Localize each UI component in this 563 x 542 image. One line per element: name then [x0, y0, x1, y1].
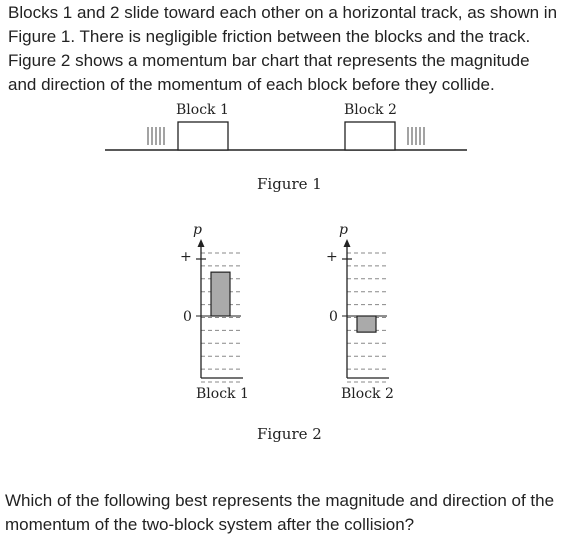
chart2-zero-label: 0: [329, 309, 338, 325]
chart2-axis-label: p: [339, 222, 348, 238]
figure1-caption: Figure 1: [257, 175, 322, 193]
chart1-axis-label: p: [193, 222, 202, 238]
block2-motion-lines-icon: [407, 127, 425, 145]
block2-shape: [344, 121, 396, 151]
block1-shape: [177, 121, 229, 151]
chart1-arrowhead-icon: [197, 239, 205, 247]
chart2-category-label: Block 2: [341, 386, 394, 402]
chart1-category-label: Block 1: [196, 386, 249, 402]
intro-paragraph: Blocks 1 and 2 slide toward each other o…: [8, 3, 558, 94]
chart2-plus-label: +: [326, 249, 338, 265]
chart1-plus-label: +: [180, 249, 192, 265]
chart1-bar: [210, 271, 231, 317]
block1-motion-lines-icon: [147, 127, 165, 145]
block1-label: Block 1: [176, 102, 229, 118]
figure2-caption: Figure 2: [257, 425, 322, 443]
chart2-bar: [356, 315, 377, 333]
block2-label: Block 2: [344, 102, 397, 118]
chart1-zero-label: 0: [183, 309, 192, 325]
question-paragraph: Which of the following best represents t…: [5, 491, 555, 534]
chart2-arrowhead-icon: [343, 239, 351, 247]
